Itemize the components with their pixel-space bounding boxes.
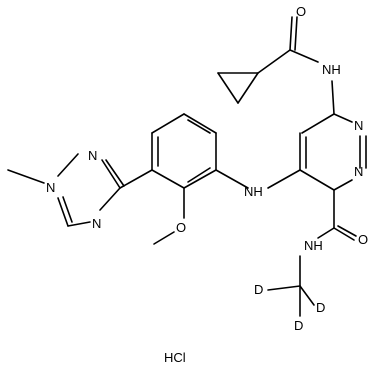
- label-nh-aniline: NH: [244, 184, 263, 199]
- methoxy-group: [153, 187, 185, 245]
- label-o-amide-top: O: [296, 4, 306, 19]
- label-nh-top: NH: [322, 62, 341, 77]
- label-n-triazole-left: N: [46, 180, 55, 195]
- pyridazine-ring: [267, 80, 367, 191]
- amide-bottom: [267, 189, 357, 317]
- label-o-amide-right: O: [358, 232, 368, 247]
- label-n-ring-lower: N: [354, 164, 363, 179]
- label-d-right: D: [316, 300, 325, 315]
- label-o-methoxy: O: [176, 220, 186, 235]
- carbonyl-top: [257, 16, 319, 74]
- label-n-triazole-top: N: [88, 148, 97, 163]
- cyclopropane-ring: [217, 72, 259, 104]
- label-d-bottom: D: [294, 318, 303, 333]
- label-n-ring-upper: N: [354, 118, 363, 133]
- salt-label: HCl: [164, 350, 186, 365]
- aniline-link: [215, 169, 249, 189]
- label-d-left: D: [254, 282, 263, 297]
- triazole-ring: [7, 153, 153, 227]
- label-nh-amide-bottom: NH: [304, 238, 323, 253]
- label-n-triazole-bottom: N: [92, 216, 101, 231]
- benzene-ring: [151, 113, 217, 189]
